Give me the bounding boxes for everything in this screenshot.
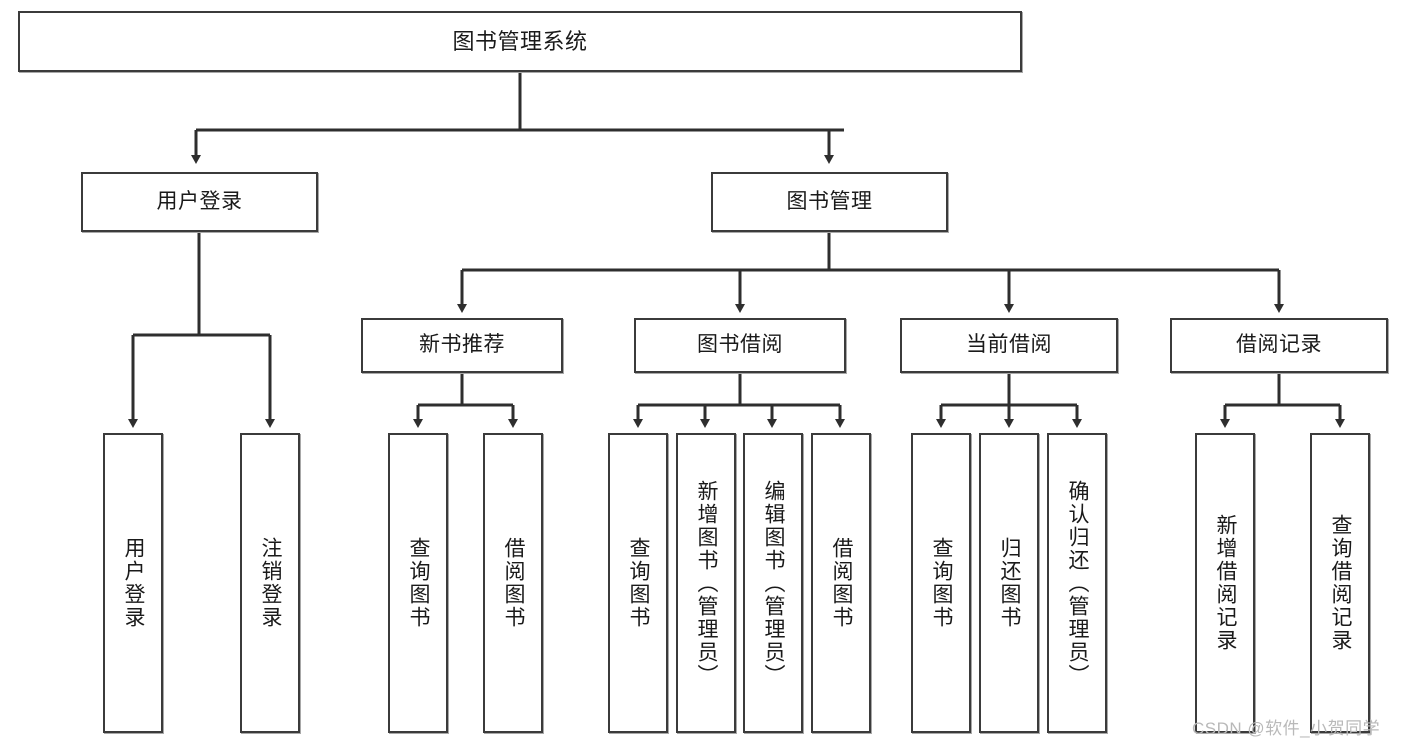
- node-root-book-management-system[interactable]: 图书管理系统: [18, 11, 1022, 72]
- leaf-borrow-record-add[interactable]: 新增借阅记录: [1195, 433, 1255, 733]
- leaf-user-login-logout[interactable]: 注销登录: [240, 433, 300, 733]
- node-book-borrow[interactable]: 图书借阅: [634, 318, 846, 373]
- node-label: 图书借阅: [697, 333, 783, 357]
- node-label: 查询借阅记录: [1329, 514, 1353, 652]
- leaf-current-borrow-confirm-return[interactable]: 确认归还（管理员）: [1047, 433, 1107, 733]
- leaf-book-borrow-query[interactable]: 查询图书: [608, 433, 668, 733]
- node-label: 借阅图书: [830, 537, 854, 629]
- node-borrow-record[interactable]: 借阅记录: [1170, 318, 1388, 373]
- node-label: 编辑图书（管理员）: [762, 479, 786, 687]
- node-label: 查询图书: [930, 537, 954, 629]
- node-label: 查询图书: [627, 537, 651, 629]
- leaf-user-login-login[interactable]: 用户登录: [103, 433, 163, 733]
- leaf-new-book-query[interactable]: 查询图书: [388, 433, 448, 733]
- leaf-book-borrow-add[interactable]: 新增图书（管理员）: [676, 433, 736, 733]
- node-label: 注销登录: [259, 537, 283, 629]
- node-label: 新增借阅记录: [1214, 514, 1238, 652]
- node-label: 借阅图书: [502, 537, 526, 629]
- node-label: 用户登录: [156, 189, 243, 213]
- node-new-book-recommend[interactable]: 新书推荐: [361, 318, 563, 373]
- node-label: 借阅记录: [1236, 333, 1322, 357]
- leaf-book-borrow-edit[interactable]: 编辑图书（管理员）: [743, 433, 803, 733]
- leaf-borrow-record-query[interactable]: 查询借阅记录: [1310, 433, 1370, 733]
- leaf-current-borrow-query[interactable]: 查询图书: [911, 433, 971, 733]
- node-user-login[interactable]: 用户登录: [81, 172, 318, 232]
- leaf-new-book-borrow[interactable]: 借阅图书: [483, 433, 543, 733]
- leaf-current-borrow-return[interactable]: 归还图书: [979, 433, 1039, 733]
- node-current-borrow[interactable]: 当前借阅: [900, 318, 1118, 373]
- node-label: 新书推荐: [419, 333, 505, 357]
- node-label: 新增图书（管理员）: [695, 479, 719, 687]
- node-label: 用户登录: [122, 537, 146, 629]
- node-label: 查询图书: [407, 537, 431, 629]
- node-label: 确认归还（管理员）: [1066, 479, 1090, 687]
- node-label: 当前借阅: [966, 333, 1052, 357]
- node-book-management[interactable]: 图书管理: [711, 172, 948, 232]
- node-label: 图书管理: [786, 189, 873, 213]
- csdn-watermark: CSDN @软件_小贺同学: [1192, 719, 1381, 738]
- leaf-book-borrow-borrow[interactable]: 借阅图书: [811, 433, 871, 733]
- node-label: 归还图书: [998, 537, 1022, 629]
- node-label: 图书管理系统: [452, 28, 588, 54]
